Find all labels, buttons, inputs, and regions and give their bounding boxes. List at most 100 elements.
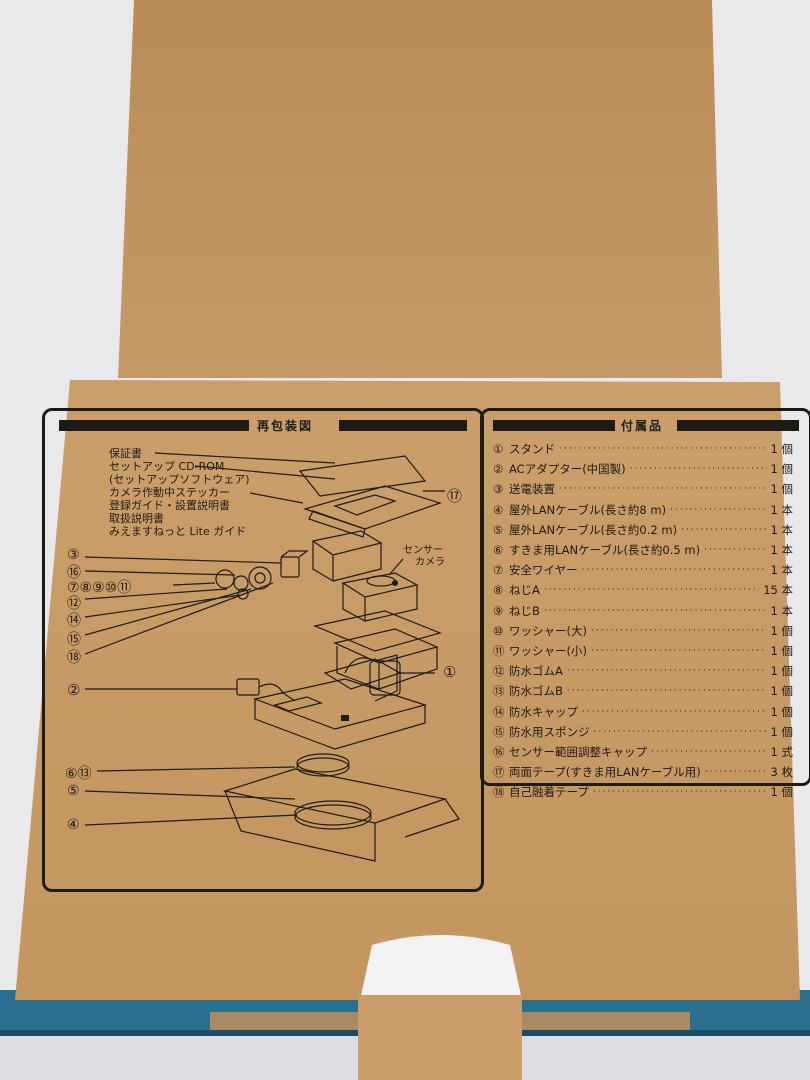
list-item: ⑱ 自己融着テープ································… (493, 782, 799, 802)
box-lid (118, 0, 722, 378)
corrugated-edge-left (210, 1012, 358, 1030)
doc-registration-guide: 登録ガイド・設置説明書 (109, 499, 230, 512)
item-number: ⑭ (493, 704, 505, 719)
leader-dots: ········································… (559, 484, 767, 495)
item-name: 防水キャップ (509, 704, 578, 719)
callout-16: ⑯ (67, 565, 81, 581)
item-quantity: 1 本 (770, 502, 793, 517)
leader-dots: ········································… (543, 585, 759, 596)
item-quantity: 3 枚 (770, 765, 793, 780)
front-flap (15, 380, 800, 1000)
repack-diagram-panel: 再包装図 保証書 セットアップ CD-ROM (セットアップソフトウェア) カメ… (42, 408, 484, 892)
leader-dots: ········································… (559, 444, 767, 455)
item-quantity: 1 本 (770, 563, 793, 578)
item-name: 屋外LANケーブル(長さ約8 m) (509, 502, 667, 517)
item-name: ワッシャー(大) (509, 623, 587, 638)
item-number: ⑩ (493, 623, 504, 638)
item-name: スタンド (509, 442, 555, 457)
item-number: ⑪ (493, 643, 505, 658)
item-number: ⑱ (493, 785, 505, 800)
leader-dots: ········································… (590, 645, 767, 656)
callout-2: ② (67, 681, 81, 699)
sensor-camera-label: センサー カメラ (403, 545, 445, 569)
title-bar-right (677, 420, 799, 431)
leader-dots: ········································… (543, 605, 767, 616)
item-number: ⑤ (493, 522, 504, 537)
tuck-slot (360, 935, 522, 1000)
sensor-label: センサー (403, 545, 443, 556)
leader-dots: ········································… (704, 545, 767, 556)
item-name: 両面テープ(すきま用LANケーブル用) (509, 765, 701, 780)
item-name: すきま用LANケーブル(長さ約0.5 m) (509, 543, 701, 558)
leader-dots: ········································… (566, 686, 767, 697)
leader-dots: ········································… (590, 625, 767, 636)
item-number: ⑦ (493, 563, 504, 578)
item-name: 防水ゴムB (509, 684, 563, 699)
list-item: ⑩ ワッシャー(大)·······························… (493, 621, 799, 641)
callout-3: ③ (67, 547, 80, 563)
callout-17: ⑰ (447, 487, 463, 505)
item-name: ワッシャー(小) (509, 643, 587, 658)
callout-15: ⑮ (67, 632, 81, 648)
item-number: ⑥ (493, 543, 504, 558)
leader-dots: ········································… (681, 524, 766, 535)
item-quantity: 1 個 (770, 482, 793, 497)
item-number: ⑰ (493, 765, 505, 780)
corrugated-edge-right (522, 1012, 690, 1030)
document-list: 保証書 セットアップ CD-ROM (セットアップソフトウェア) カメラ作動中ス… (109, 447, 269, 538)
item-quantity: 1 本 (770, 543, 793, 558)
item-number: ⑨ (493, 603, 504, 618)
repack-title: 再包装図 (257, 419, 314, 433)
leader-dots: ········································… (582, 706, 767, 717)
item-quantity: 1 個 (770, 684, 793, 699)
item-name: 自己融着テープ (509, 785, 589, 800)
item-number: ⑫ (493, 664, 505, 679)
item-quantity: 1 個 (770, 623, 793, 638)
repack-title-bar: 再包装図 (45, 417, 481, 435)
item-quantity: 1 個 (770, 704, 793, 719)
callout-4: ④ (67, 817, 80, 833)
doc-setup-software: (セットアップソフトウェア) (109, 473, 250, 486)
accessories-title-bar: 付属品 (483, 417, 809, 435)
leader-dots: ········································… (670, 504, 766, 515)
item-name: 防水用スポンジ (509, 724, 590, 739)
callout-6-13: ⑥⑬ (65, 766, 92, 782)
callout-12: ⑫ (67, 596, 81, 612)
item-name: 安全ワイヤー (509, 563, 578, 578)
tuck-tab (358, 995, 522, 1080)
item-quantity: 1 個 (770, 785, 793, 800)
item-name: 防水ゴムA (509, 664, 563, 679)
list-item: ⑯センサー範囲調整キャップ···························… (493, 742, 799, 762)
list-item: ③ 送電装置 ···································… (493, 479, 799, 499)
item-quantity: 1 本 (770, 522, 793, 537)
doc-camera-sticker: カメラ作動中ステッカー (109, 486, 230, 499)
camera-label: カメラ (415, 557, 445, 568)
title-bar-left (59, 420, 249, 431)
item-name: 屋外LANケーブル(長さ約0.2 m) (509, 522, 678, 537)
item-number: ⑮ (493, 724, 505, 739)
item-quantity: 1 本 (770, 603, 793, 618)
callout-1: ① (443, 663, 457, 681)
leader-dots: ········································… (592, 787, 767, 798)
item-number: ③ (493, 482, 504, 497)
list-item: ⑰両面テープ(すきま用LANケーブル用)····················… (493, 762, 799, 782)
list-item: ⑥ すきま用LANケーブル(長さ約0.5 m)··················… (493, 540, 799, 560)
list-item: ⑤ 屋外LANケーブル(長さ約0.2 m)····················… (493, 520, 799, 540)
list-item: ⑭ 防水キャップ ·································… (493, 701, 799, 721)
leader-dots: ········································… (651, 746, 767, 757)
item-name: 送電装置 (509, 482, 555, 497)
callout-7-11: ⑦⑧⑨⑩⑪ (67, 580, 132, 596)
callout-18: ⑱ (67, 650, 81, 666)
accessories-title: 付属品 (621, 419, 664, 433)
